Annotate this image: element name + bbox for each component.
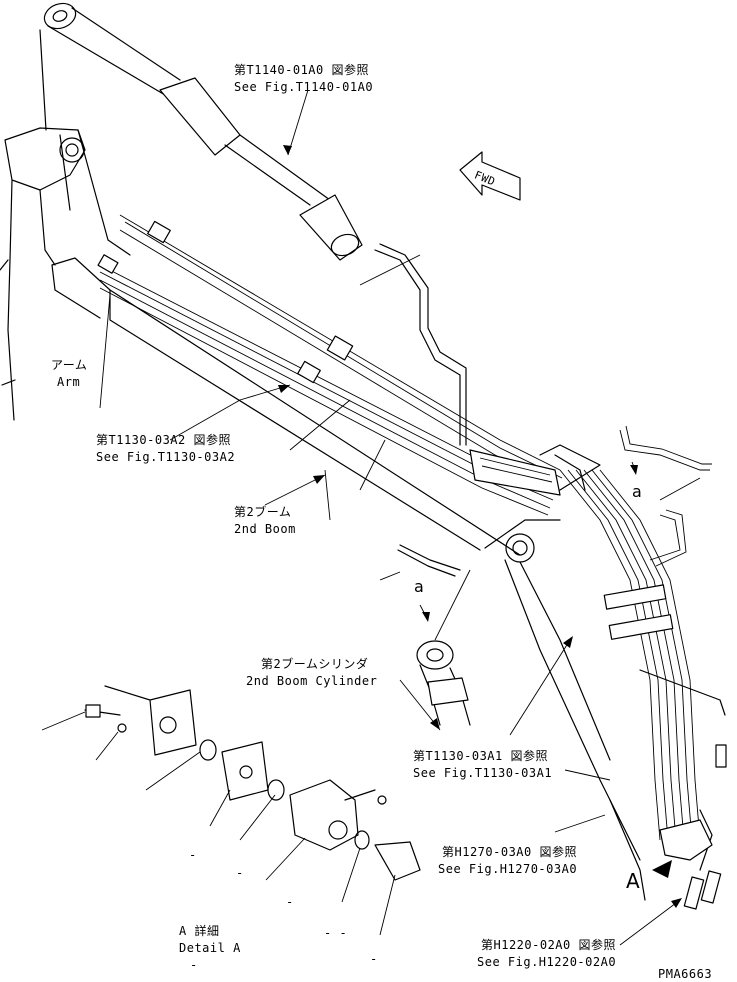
label-arm-en: Arm	[57, 375, 81, 389]
ref-t1130-a2-en: See Fig.T1130-03A2	[96, 450, 236, 464]
leader-lines	[41, 89, 701, 946]
dash-mark: -	[286, 895, 294, 909]
dash-mark: -	[190, 958, 198, 972]
dash-mark: -	[189, 848, 197, 862]
bottom-fittings	[652, 744, 727, 910]
valve-cluster	[469, 444, 601, 496]
ref-h1270-en: See Fig.H1270-03A0	[438, 862, 578, 876]
second-boom-cylinder	[397, 544, 471, 726]
label-boom-cylinder-jp: 第2ブームシリンダ	[261, 657, 369, 671]
arm-cylinder	[39, 2, 363, 261]
ref-t1140-en: See Fig.T1140-01A0	[234, 80, 374, 94]
label-second-boom-jp: 第2ブーム	[234, 505, 292, 519]
label-second-boom-en: 2nd Boom	[234, 522, 296, 536]
ref-h1220-en: See Fig.H1220-02A0	[477, 955, 617, 969]
ref-t1130-a1-en: See Fig.T1130-03A1	[413, 766, 553, 780]
fwd-arrow	[459, 151, 521, 201]
label-arm-jp: アーム	[51, 358, 88, 372]
ref-h1220-jp: 第H1220-02A0 図参照	[481, 938, 616, 952]
direction-arrow-a	[652, 860, 672, 878]
detail-a-parts	[84, 685, 421, 881]
ref-t1130-a2-jp: 第T1130-03A2 図参照	[96, 433, 231, 447]
detail-a-jp: A 詳細	[179, 924, 220, 938]
marker-a-left: a	[414, 577, 425, 596]
marker-detail-a: A	[626, 869, 641, 893]
dash-mark: - -	[324, 926, 348, 940]
drawing-code: PMA6663	[658, 967, 713, 981]
arm-structure	[0, 127, 131, 421]
dash-mark: -	[370, 952, 378, 966]
label-boom-cylinder-en: 2nd Boom Cylinder	[246, 674, 378, 688]
ref-t1140-jp: 第T1140-01A0 図参照	[234, 63, 369, 77]
detail-a-en: Detail A	[179, 941, 241, 955]
dash-mark: -	[236, 866, 244, 880]
ref-h1270-jp: 第H1270-03A0 図参照	[442, 845, 577, 859]
right-hose-bundle	[559, 425, 726, 901]
marker-a-right: a	[632, 482, 643, 501]
ref-t1130-a1-jp: 第T1130-03A1 図参照	[413, 749, 548, 763]
